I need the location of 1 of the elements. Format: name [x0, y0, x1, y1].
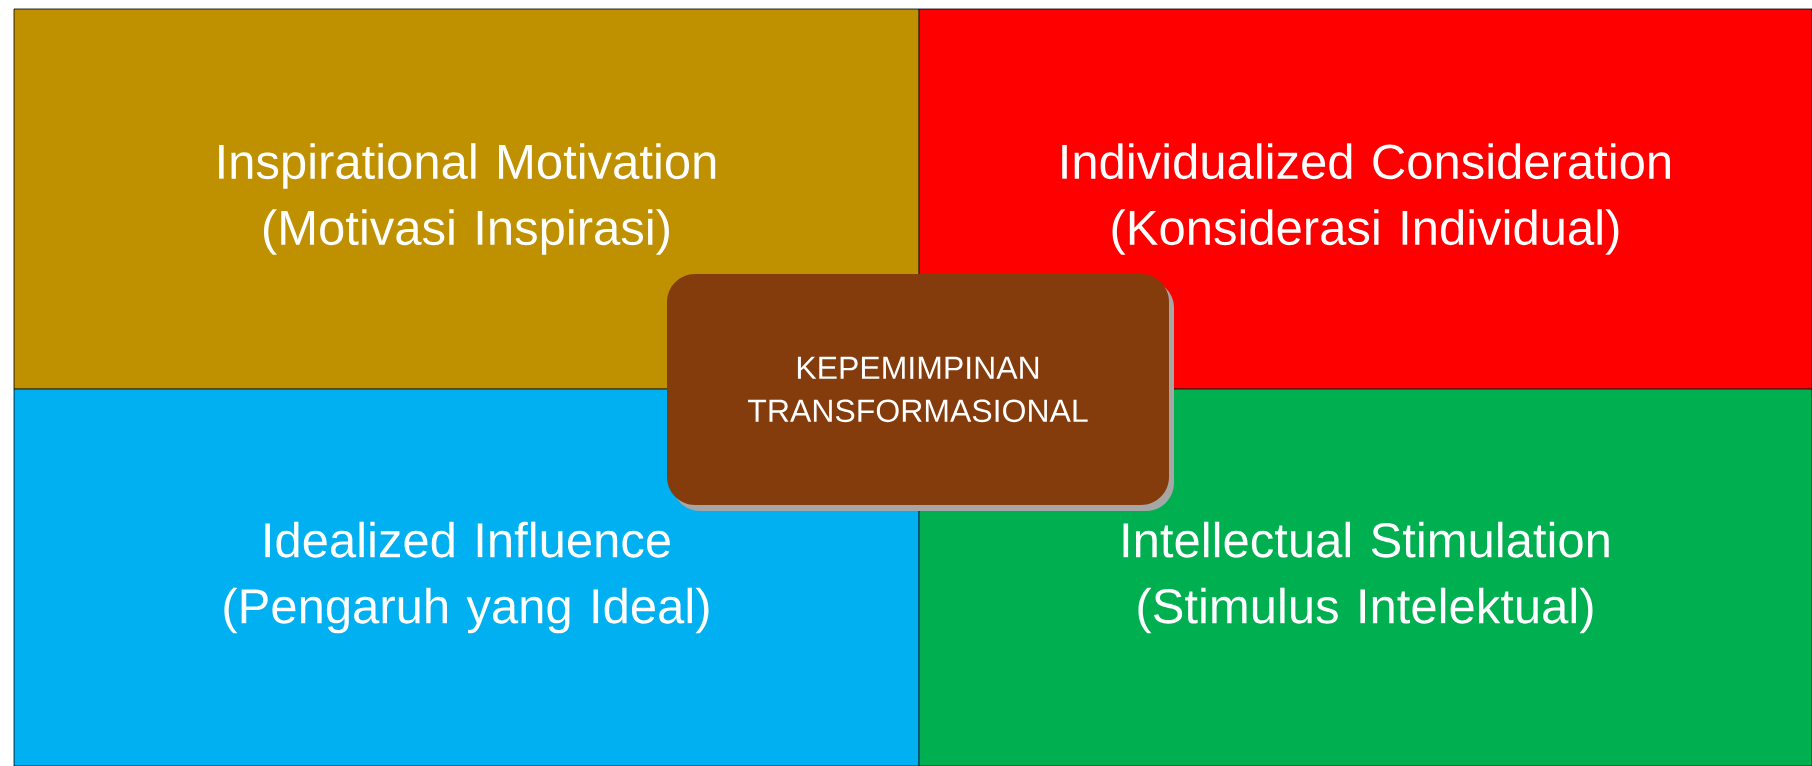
center-box: KEPEMIMPINAN TRANSFORMASIONAL	[667, 274, 1169, 505]
